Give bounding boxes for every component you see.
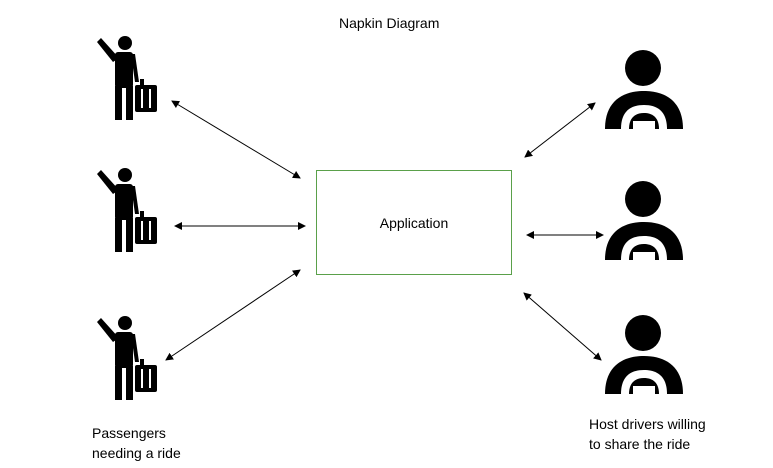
- arrow-driver-1: [524, 102, 596, 158]
- driver-steering-wheel-icon: [605, 315, 683, 394]
- drivers-caption: Host drivers willing to share the ride: [589, 414, 706, 454]
- passengers-caption-line-2: needing a ride: [92, 445, 181, 461]
- passengers-caption-line-1: Passengers: [92, 425, 166, 441]
- diagram-title: Napkin Diagram: [339, 15, 440, 31]
- passengers-caption: Passengers needing a ride: [92, 423, 181, 463]
- driver-steering-wheel-icon: [605, 50, 683, 129]
- arrow-passenger-1: [171, 100, 301, 179]
- passenger-hailing-with-suitcase-icon: [97, 36, 157, 120]
- driver-steering-wheel-icon: [605, 181, 683, 260]
- arrow-passenger-3: [165, 269, 301, 361]
- passenger-hailing-with-suitcase-icon: [97, 168, 157, 252]
- application-node: Application: [316, 170, 512, 275]
- arrow-driver-3: [523, 292, 602, 361]
- drivers-caption-line-1: Host drivers willing: [589, 416, 706, 432]
- passenger-hailing-with-suitcase-icon: [97, 316, 157, 400]
- drivers-caption-line-2: to share the ride: [589, 436, 691, 452]
- application-label: Application: [379, 215, 449, 231]
